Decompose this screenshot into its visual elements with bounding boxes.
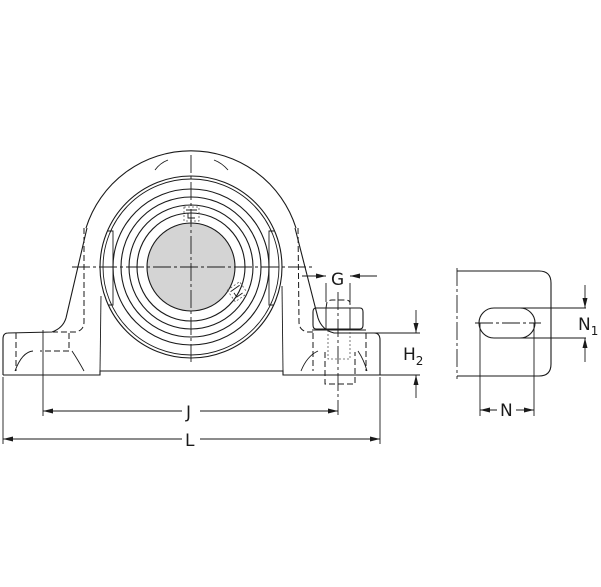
label-j: J	[185, 403, 191, 423]
dimension-g: G	[302, 270, 377, 290]
dimension-h2: H2	[403, 310, 423, 398]
extension-lines	[2, 283, 420, 444]
housing-outline	[2, 150, 381, 376]
dimension-l: L	[3, 431, 380, 451]
set-screw-angled	[226, 281, 249, 303]
dimension-j: J	[43, 403, 338, 423]
label-l: L	[185, 431, 195, 451]
label-h2: H2	[403, 345, 423, 368]
centerlines	[72, 155, 314, 365]
dimension-n1: N1	[578, 285, 598, 362]
hidden-lines	[14, 227, 368, 372]
side-detail-view: N1 N	[456, 268, 598, 421]
front-view: G H2 J L	[2, 150, 423, 451]
dimension-n: N	[480, 401, 534, 421]
label-g: G	[331, 270, 344, 290]
label-n1: N1	[578, 315, 598, 338]
set-screw-top	[183, 206, 200, 222]
mounting-bolt	[312, 292, 366, 415]
label-n: N	[500, 401, 513, 421]
